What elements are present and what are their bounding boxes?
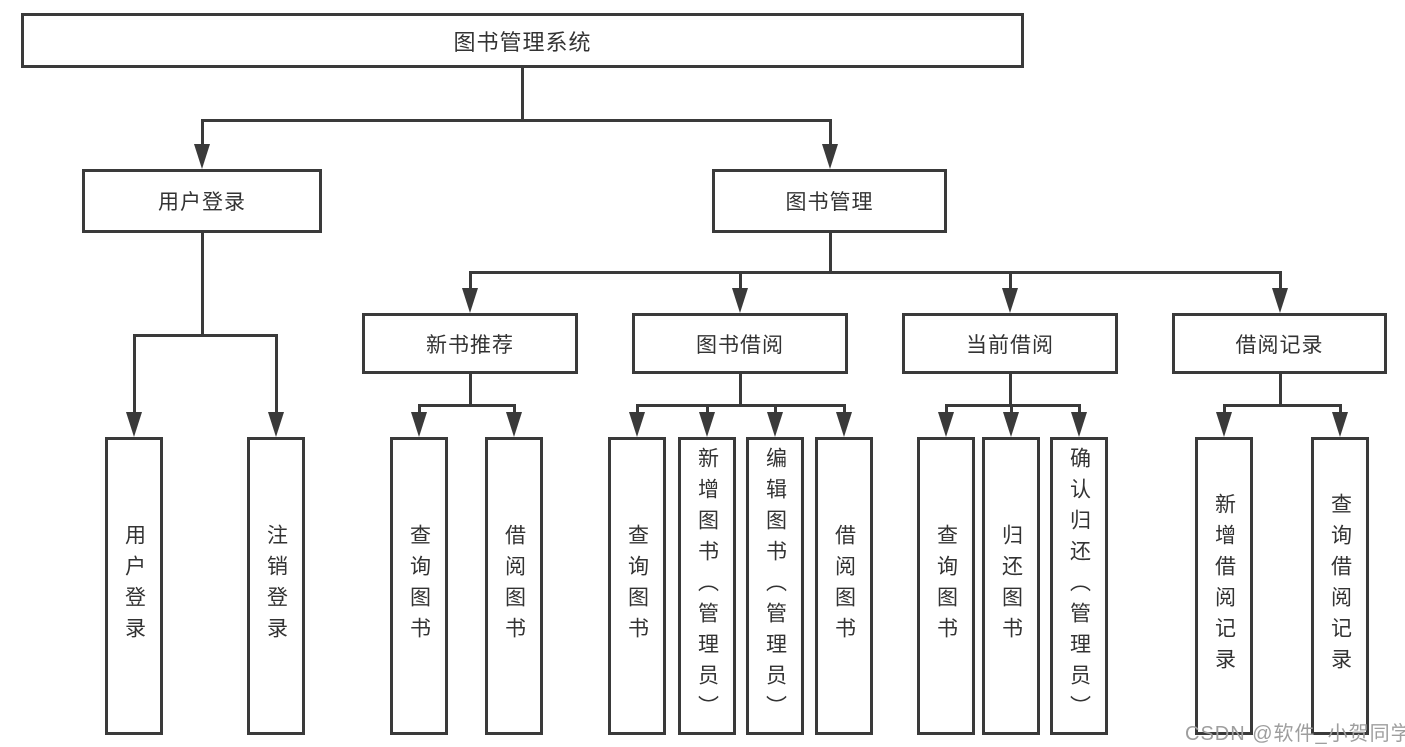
node-new-book-recommend: 新书推荐 [362,313,578,374]
arrow-down-icon [1071,412,1087,437]
connector-line [1008,271,1012,291]
leaf-borrow-books-recommend: 借阅图书 [485,437,543,735]
arrow-down-icon [836,412,852,437]
connector-line [738,271,742,291]
arrow-down-icon [822,144,838,169]
watermark: CSDN @软件_小贺同学 [1185,723,1405,745]
leaf-label: 编辑图书（管理员） [763,446,787,726]
connector-line [274,334,278,416]
connector-line [1222,404,1342,407]
connector-line [828,119,832,147]
arrow-down-icon [938,412,954,437]
connector-line [1278,374,1282,407]
arrow-down-icon [126,412,142,437]
connector-line [842,404,846,414]
connector-line [1222,404,1226,414]
leaf-query-borrow-record: 查询借阅记录 [1311,437,1369,735]
arrow-down-icon [699,412,715,437]
node-label: 用户登录 [158,191,246,214]
node-user-login: 用户登录 [82,169,322,233]
connector-line [705,404,709,414]
leaf-label: 归还图书 [999,524,1023,648]
arrow-down-icon [1003,412,1019,437]
connector-line [1077,404,1081,414]
node-book-borrowing: 图书借阅 [632,313,848,374]
arrow-down-icon [732,288,748,313]
connector-line [468,374,472,407]
node-label: 当前借阅 [966,333,1054,357]
arrow-down-icon [767,412,783,437]
connector-line [944,404,948,414]
arrow-down-icon [268,412,284,437]
node-label: 新书推荐 [426,333,514,357]
connector-line [635,404,846,407]
connector-line [944,404,1081,407]
leaf-logout: 注销登录 [247,437,305,735]
connector-line [828,233,832,274]
arrow-down-icon [1002,288,1018,313]
connector-line [468,271,1282,274]
connector-line [1008,374,1012,407]
leaf-user-login: 用户登录 [105,437,163,735]
leaf-label: 查询图书 [407,524,431,648]
leaf-confirm-return-admin: 确认归还（管理员） [1050,437,1108,735]
leaf-borrow-books-borrowing: 借阅图书 [815,437,873,735]
node-library-management-system: 图书管理系统 [21,13,1024,68]
leaf-label: 注销登录 [264,524,288,648]
arrow-down-icon [462,288,478,313]
leaf-add-book-admin: 新增图书（管理员） [678,437,736,735]
arrow-down-icon [411,412,427,437]
connector-line [520,68,524,121]
leaf-label: 查询借阅记录 [1328,493,1352,679]
connector-line [1338,404,1342,414]
node-borrowing-records: 借阅记录 [1172,313,1387,374]
leaf-label: 借阅图书 [502,524,526,648]
arrow-down-icon [1332,412,1348,437]
connector-line [132,334,278,337]
connector-line [200,119,832,122]
connector-line [417,404,516,407]
connector-line [1009,404,1013,414]
leaf-label: 新增图书（管理员） [695,446,719,726]
leaf-query-books-current: 查询图书 [917,437,975,735]
leaf-label: 查询图书 [625,524,649,648]
connector-line [773,404,777,414]
leaf-query-books-borrowing: 查询图书 [608,437,666,735]
arrow-down-icon [629,412,645,437]
leaf-label: 用户登录 [122,524,146,648]
arrow-down-icon [1272,288,1288,313]
connector-line [635,404,639,414]
node-book-management: 图书管理 [712,169,947,233]
node-label: 图书借阅 [696,333,784,357]
leaf-label: 新增借阅记录 [1212,493,1236,679]
leaf-query-books-recommend: 查询图书 [390,437,448,735]
node-label: 借阅记录 [1235,333,1324,357]
leaf-return-book: 归还图书 [982,437,1040,735]
arrow-down-icon [506,412,522,437]
arrow-down-icon [1216,412,1232,437]
node-label: 图书管理系统 [453,29,592,55]
node-label: 图书管理 [785,191,874,214]
leaf-label: 查询图书 [934,524,958,648]
connector-line [132,334,136,416]
connector-line [738,374,742,407]
connector-line [1278,271,1282,291]
connector-line [200,233,204,336]
arrow-down-icon [194,144,210,169]
leaf-add-borrow-record: 新增借阅记录 [1195,437,1253,735]
connector-line [512,404,516,414]
connector-line [468,271,472,291]
leaf-label: 借阅图书 [832,524,856,648]
connector-line [200,119,204,147]
node-current-borrowing: 当前借阅 [902,313,1118,374]
leaf-label: 确认归还（管理员） [1067,446,1091,726]
leaf-edit-book-admin: 编辑图书（管理员） [746,437,804,735]
connector-line [417,404,421,414]
